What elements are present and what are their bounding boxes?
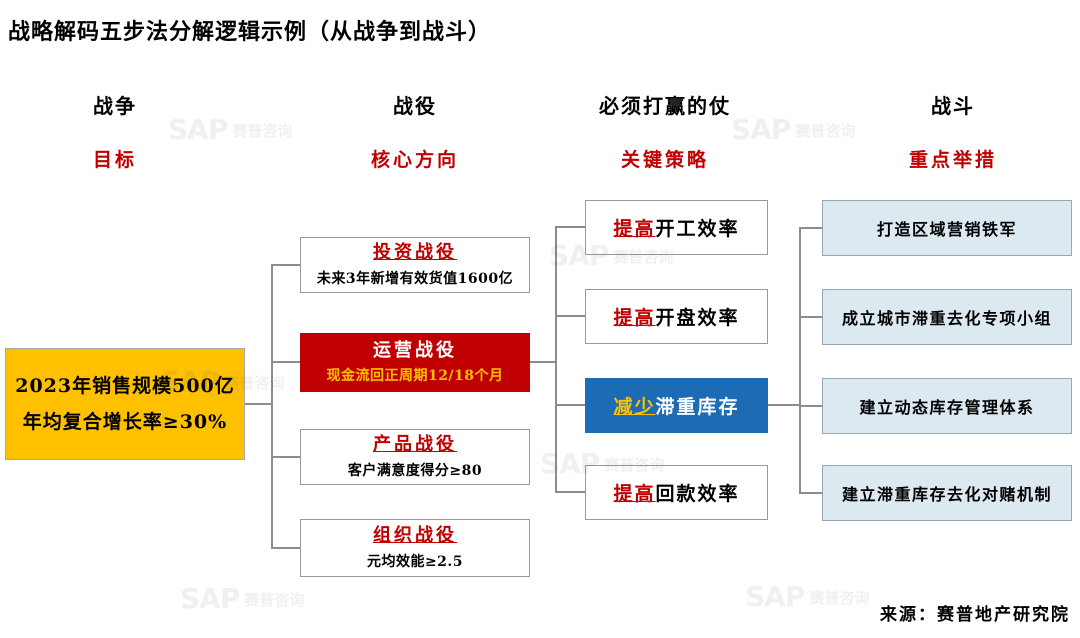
campaign-title: 产品战役 [373, 434, 457, 456]
campaign-box-product: 产品战役 客户满意度得分≥80 [300, 429, 530, 485]
connector-line [800, 405, 823, 407]
watermark-name: 赛普咨询 [809, 588, 870, 607]
watermark-name: 赛普咨询 [232, 121, 293, 140]
campaign-title: 组织战役 [373, 525, 457, 547]
battle-text: 提高回款效率 [613, 479, 739, 506]
connector-line [556, 315, 586, 317]
stage-label: 关键策略 [620, 149, 709, 171]
stage-label: 重点举措 [908, 149, 997, 171]
campaign-metric: 现金流回正周期12/18个月 [326, 368, 504, 385]
stage-name: 必须打赢的仗 [599, 94, 731, 118]
battle-text: 提高开工效率 [613, 214, 739, 241]
connector-line [800, 227, 823, 229]
watermark-logo: SAP [180, 582, 240, 615]
battle-box-reduce-inventory: 减少滞重库存 [585, 378, 768, 433]
battle-object: 开工效率 [655, 218, 740, 240]
connector-line [556, 491, 586, 493]
stage-label: 目标 [92, 149, 137, 171]
connector-spine [555, 226, 557, 493]
campaign-box-investment: 投资战役 未来3年新增有效货值1600亿 [300, 237, 530, 293]
measure-label: 打造区域营销铁军 [876, 220, 1017, 239]
campaign-metric: 客户满意度得分≥80 [347, 462, 483, 479]
measure-label: 建立动态库存管理体系 [859, 398, 1035, 417]
battle-text: 提高开盘效率 [613, 303, 739, 330]
connector-line [272, 456, 301, 458]
battle-object: 开盘效率 [655, 307, 740, 329]
connector-spine [271, 264, 273, 549]
battle-verb: 减少 [613, 396, 656, 418]
measure-box-2: 成立城市滞重去化专项小组 [822, 289, 1072, 345]
battle-object: 回款效率 [655, 483, 740, 505]
connector-line [556, 404, 586, 406]
battle-verb: 提高 [613, 218, 656, 240]
connector-line [272, 547, 301, 549]
connector-line [530, 361, 556, 363]
battle-box-start-efficiency: 提高开工效率 [585, 200, 768, 255]
campaign-title: 运营战役 [373, 339, 457, 361]
stage-name: 战斗 [931, 94, 975, 118]
watermark: SAP 赛普咨询 [745, 583, 869, 611]
goal-line2: 年均复合增长率≥30% [22, 411, 228, 433]
column-header-campaign: 战役 核心方向 [342, 90, 488, 172]
measure-box-4: 建立滞重库存去化对赌机制 [822, 465, 1072, 521]
connector-line [800, 316, 823, 318]
watermark-logo: SAP [745, 580, 805, 613]
campaign-box-operations: 运营战役 现金流回正周期12/18个月 [300, 333, 530, 392]
battle-object: 滞重库存 [655, 396, 740, 418]
connector-line [272, 361, 301, 363]
battle-box-collection-efficiency: 提高回款效率 [585, 465, 768, 520]
connector-line [245, 403, 272, 405]
watermark: SAP 赛普咨询 [180, 585, 304, 613]
measure-box-3: 建立动态库存管理体系 [822, 378, 1072, 434]
column-header-combat: 战斗 重点举措 [880, 90, 1026, 172]
campaign-metric: 未来3年新增有效货值1600亿 [316, 270, 514, 287]
campaign-title: 投资战役 [373, 242, 457, 264]
battle-verb: 提高 [613, 307, 656, 329]
connector-line [768, 404, 800, 406]
connector-spine [799, 227, 801, 494]
source-credit: 来源：赛普地产研究院 [880, 605, 1070, 625]
battle-verb: 提高 [613, 483, 656, 505]
watermark-name: 赛普咨询 [795, 121, 856, 140]
measure-label: 成立城市滞重去化专项小组 [841, 309, 1052, 328]
battle-text: 减少滞重库存 [613, 392, 739, 419]
goal-line1: 2023年销售规模500亿 [15, 374, 235, 397]
page-title: 战略解码五步法分解逻辑示例（从战争到战斗） [8, 19, 492, 45]
stage-name: 战争 [93, 94, 137, 118]
connector-line [800, 492, 823, 494]
column-header-war: 战争 目标 [42, 90, 188, 172]
measure-box-1: 打造区域营销铁军 [822, 200, 1072, 256]
watermark-name: 赛普咨询 [244, 590, 305, 609]
campaign-metric: 元均效能≥2.5 [366, 553, 464, 570]
connector-line [556, 226, 586, 228]
column-header-battles: 必须打赢的仗 关键策略 [580, 90, 750, 172]
connector-line [272, 264, 301, 266]
measure-label: 建立滞重库存去化对赌机制 [841, 485, 1052, 504]
stage-name: 战役 [393, 94, 437, 118]
goal-box: 2023年销售规模500亿 年均复合增长率≥30% [5, 348, 245, 460]
battle-box-launch-efficiency: 提高开盘效率 [585, 289, 768, 344]
stage-label: 核心方向 [370, 149, 459, 171]
campaign-box-organization: 组织战役 元均效能≥2.5 [300, 519, 530, 577]
